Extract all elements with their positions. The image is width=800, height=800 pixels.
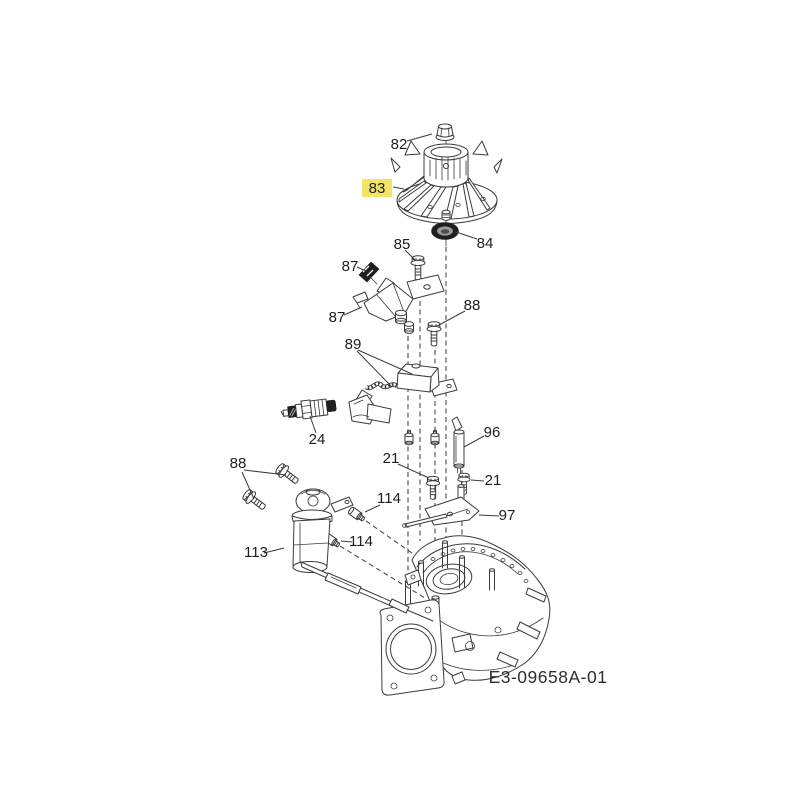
bracket-rubber-feet — [395, 309, 414, 334]
part-label-85: 85 — [394, 236, 411, 253]
part-96-link — [451, 416, 465, 474]
diagram-code: E3-09658A-01 — [489, 667, 608, 687]
part-label-113: 113 — [244, 544, 268, 561]
part-82-flange-nut — [435, 123, 455, 141]
part-label-97: 97 — [499, 507, 516, 524]
part-24-spark-plug — [280, 398, 337, 420]
part-label-21-right: 21 — [485, 472, 502, 489]
cylinder-barrel — [379, 599, 445, 696]
part-label-88-left: 88 — [230, 455, 247, 472]
spark-plug-boot — [348, 389, 392, 425]
part-21-bolt-left — [425, 475, 441, 500]
part-89-ignition-coil — [348, 363, 458, 425]
dowel-stud-right — [430, 429, 440, 446]
part-87-spring — [358, 261, 380, 283]
part-labels: 82 83 84 85 87 87 88 89 24 96 21 21 97 8… — [230, 136, 516, 561]
dowel-stud-left — [404, 429, 414, 446]
part-113-starter-motor — [291, 488, 434, 622]
part-88-bolt-lower — [240, 487, 270, 514]
part-label-88-right: 88 — [464, 297, 481, 314]
part-label-84: 84 — [477, 235, 494, 252]
part-label-83-highlighted: 83 — [369, 180, 386, 197]
part-83-flywheel — [390, 140, 503, 224]
flywheel-hub-cup — [423, 143, 469, 188]
part-label-21-left: 21 — [383, 450, 400, 467]
part-label-82: 82 — [391, 136, 408, 153]
part-label-114-bottom: 114 — [349, 533, 373, 550]
part-85-bolt — [410, 255, 426, 281]
part-97-governor-plate — [402, 484, 480, 528]
part-label-114-top: 114 — [377, 490, 401, 507]
starter-linkage — [300, 561, 434, 622]
flange-bolt-holes — [430, 547, 529, 583]
crankcase-bosses — [404, 569, 547, 685]
leader-lines — [241, 133, 500, 554]
highlight-83 — [362, 179, 392, 197]
part-label-87-bottom: 87 — [329, 309, 346, 326]
crankcase-assembly — [379, 535, 551, 696]
part-88-bolt-right — [426, 321, 442, 347]
part-label-87-top: 87 — [342, 258, 359, 275]
part-label-89: 89 — [345, 336, 362, 353]
part-87-bracket — [352, 274, 445, 334]
part-84-oil-seal — [431, 222, 459, 240]
part-label-24: 24 — [309, 431, 326, 448]
crankshaft-stub — [441, 209, 451, 221]
part-114-spacer-upper — [346, 505, 367, 524]
part-label-96: 96 — [484, 424, 501, 441]
